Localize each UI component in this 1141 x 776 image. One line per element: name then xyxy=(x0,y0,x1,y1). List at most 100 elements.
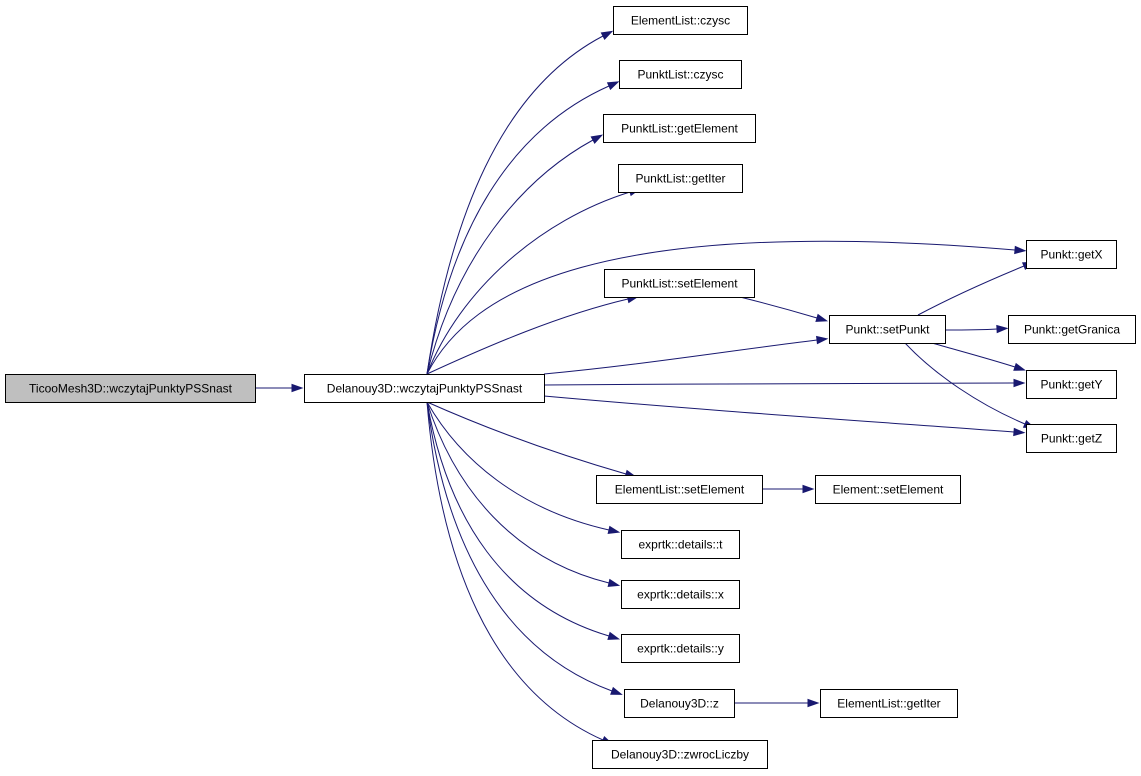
edge-line xyxy=(543,382,1015,386)
edge-el_setElement-to-e_setElement xyxy=(762,484,815,494)
node-pl-setElement[interactable]: PunktList::setElement xyxy=(604,269,755,298)
node-box xyxy=(820,689,958,718)
node-box xyxy=(619,60,742,89)
node-label: TicooMesh3D::wczytajPunktyPSSnast xyxy=(29,382,233,396)
edge-line xyxy=(739,296,818,319)
node-e-setElement[interactable]: Element::setElement xyxy=(815,475,961,504)
edge-line xyxy=(426,401,627,475)
node-box xyxy=(829,315,946,344)
edge-line xyxy=(543,339,818,375)
node-ex-y[interactable]: exprtk::details::y xyxy=(621,634,740,663)
node-box xyxy=(1008,315,1136,344)
arrow-head-icon xyxy=(600,30,614,40)
arrow-head-icon xyxy=(816,335,829,345)
node-box xyxy=(5,374,256,403)
node-p-getGranica[interactable]: Punkt::getGranica xyxy=(1008,315,1136,344)
edge-line xyxy=(944,328,998,331)
node-pl-czysc[interactable]: PunktList::czysc xyxy=(619,60,742,89)
arrow-head-icon xyxy=(607,578,621,587)
node-box xyxy=(604,269,755,298)
edge-main-to-el_czysc xyxy=(426,30,614,375)
arrow-head-icon xyxy=(807,698,820,708)
edge-line xyxy=(426,85,610,375)
edge-p_setPunkt-to-p_getX xyxy=(917,261,1035,316)
node-label: ElementList::getIter xyxy=(837,697,940,711)
node-label: exprtk::details::y xyxy=(637,642,724,656)
node-d-z[interactable]: Delanouy3D::z xyxy=(624,689,735,718)
node-box xyxy=(596,475,763,504)
node-p-setPunkt[interactable]: Punkt::setPunkt xyxy=(829,315,946,344)
edge-line xyxy=(426,401,604,741)
node-label: ElementList::setElement xyxy=(615,483,745,497)
node-main[interactable]: Delanouy3D::wczytajPunktyPSSnast xyxy=(304,374,545,403)
arrow-head-icon xyxy=(1013,362,1026,371)
node-box xyxy=(621,580,740,609)
edge-line xyxy=(931,342,1016,368)
edge-main-to-el_setElement xyxy=(426,401,638,478)
node-p-getX[interactable]: Punkt::getX xyxy=(1026,240,1117,269)
node-label: Punkt::getZ xyxy=(1041,432,1102,446)
node-p-getY[interactable]: Punkt::getY xyxy=(1026,370,1117,399)
node-el-setElement[interactable]: ElementList::setElement xyxy=(596,475,763,504)
node-ex-t[interactable]: exprtk::details::t xyxy=(621,530,740,559)
node-label: Delanouy3D::zwrocLiczby xyxy=(611,748,749,762)
edge-root-to-main xyxy=(254,383,304,393)
edge-main-to-p_getZ xyxy=(543,395,1026,437)
arrow-head-icon xyxy=(607,525,621,534)
edge-line xyxy=(426,401,610,584)
node-label: Element::setElement xyxy=(833,483,944,497)
node-el-czysc[interactable]: ElementList::czysc xyxy=(613,6,748,35)
edge-line xyxy=(426,139,594,375)
node-box xyxy=(1026,370,1117,399)
node-label: Punkt::setPunkt xyxy=(845,323,930,337)
edge-main-to-ex_x xyxy=(426,401,621,587)
node-label: ElementList::czysc xyxy=(631,14,730,28)
arrow-head-icon xyxy=(606,81,620,91)
arrow-head-icon xyxy=(610,686,623,695)
node-label: PunktList::setElement xyxy=(621,277,738,291)
node-p-getZ[interactable]: Punkt::getZ xyxy=(1026,424,1117,453)
node-box xyxy=(592,740,768,769)
node-pl-getIter[interactable]: PunktList::getIter xyxy=(618,164,743,193)
arrow-head-icon xyxy=(996,324,1009,334)
edge-line xyxy=(917,265,1025,316)
node-label: PunktList::getElement xyxy=(621,122,738,136)
edge-p_setPunkt-to-p_getGranica xyxy=(944,324,1009,334)
node-box xyxy=(1026,240,1117,269)
node-box xyxy=(304,374,545,403)
node-ex-x[interactable]: exprtk::details::x xyxy=(621,580,740,609)
edge-main-to-d_z xyxy=(426,401,623,695)
arrow-head-icon xyxy=(291,383,304,393)
node-box xyxy=(815,475,961,504)
node-label: Delanouy3D::z xyxy=(640,697,719,711)
arrow-head-icon xyxy=(815,313,829,322)
node-d-zwroc[interactable]: Delanouy3D::zwrocLiczby xyxy=(592,740,768,769)
arrow-head-icon xyxy=(802,484,815,494)
edge-main-to-p_setPunkt xyxy=(543,335,829,375)
arrow-head-icon xyxy=(1013,378,1026,388)
node-box xyxy=(621,634,740,663)
node-label: exprtk::details::x xyxy=(637,588,724,602)
edge-main-to-p_getY xyxy=(543,378,1026,388)
node-box xyxy=(624,689,735,718)
edge-main-to-pl_getElement xyxy=(426,134,604,375)
arrow-head-icon xyxy=(590,134,604,144)
call-edges xyxy=(254,30,1036,745)
node-label: Punkt::getY xyxy=(1040,378,1102,392)
node-label: Punkt::getX xyxy=(1040,248,1102,262)
node-box xyxy=(1026,424,1117,453)
node-root[interactable]: TicooMesh3D::wczytajPunktyPSSnast xyxy=(5,374,256,403)
edge-line xyxy=(426,401,610,531)
edge-main-to-pl_setElement xyxy=(426,295,640,375)
node-box xyxy=(603,114,756,143)
edge-pl_setElement-to-p_setPunkt xyxy=(739,296,829,322)
edge-line xyxy=(543,395,1015,433)
node-label: PunktList::czysc xyxy=(637,68,723,82)
edge-d_z-to-el_getIter xyxy=(734,698,820,708)
node-pl-getElement[interactable]: PunktList::getElement xyxy=(603,114,756,143)
node-el-getIter[interactable]: ElementList::getIter xyxy=(820,689,958,718)
arrow-head-icon xyxy=(1013,427,1026,437)
edge-p_setPunkt-to-p_getY xyxy=(931,342,1026,371)
edge-line xyxy=(426,35,604,375)
